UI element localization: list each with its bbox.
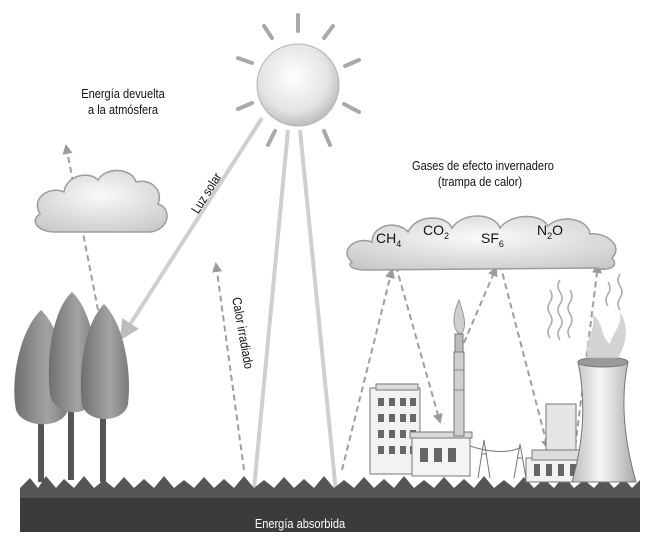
tree-icon bbox=[14, 292, 129, 482]
energy-returned-line2: a la atmósfera bbox=[87, 102, 159, 117]
gas-sf6: SF6 bbox=[481, 230, 504, 249]
cloud-icon bbox=[34, 169, 168, 233]
greenhouse-gases-line2: (trampa de calor) bbox=[437, 174, 523, 189]
greenhouse-gas-cloud bbox=[346, 215, 617, 271]
power-lines bbox=[469, 439, 527, 479]
gas-n2o: N2O bbox=[537, 222, 564, 241]
absorbed-energy-label: Energía absorbida bbox=[254, 516, 346, 531]
flame-icon bbox=[453, 298, 465, 353]
heat-arrows bbox=[62, 144, 602, 471]
energy-returned-line1: Energía devuelta bbox=[81, 86, 165, 101]
greenhouse-gases-line1: Gases de efecto invernadero bbox=[412, 158, 554, 173]
factory-icon bbox=[369, 351, 473, 477]
sun-icon bbox=[236, 13, 361, 147]
ground bbox=[20, 476, 640, 532]
greenhouse-gases-label: Gases de efecto invernadero (trampa de c… bbox=[412, 158, 554, 190]
gas-co2: CO2 bbox=[423, 222, 450, 241]
energy-returned-label: Energía devuelta a la atmósfera bbox=[68, 86, 179, 118]
sunlight-arrows bbox=[119, 116, 347, 516]
heat-waves bbox=[547, 273, 623, 341]
cooling-tower-icon bbox=[571, 312, 637, 483]
gas-ch4: CH4 bbox=[376, 230, 402, 249]
